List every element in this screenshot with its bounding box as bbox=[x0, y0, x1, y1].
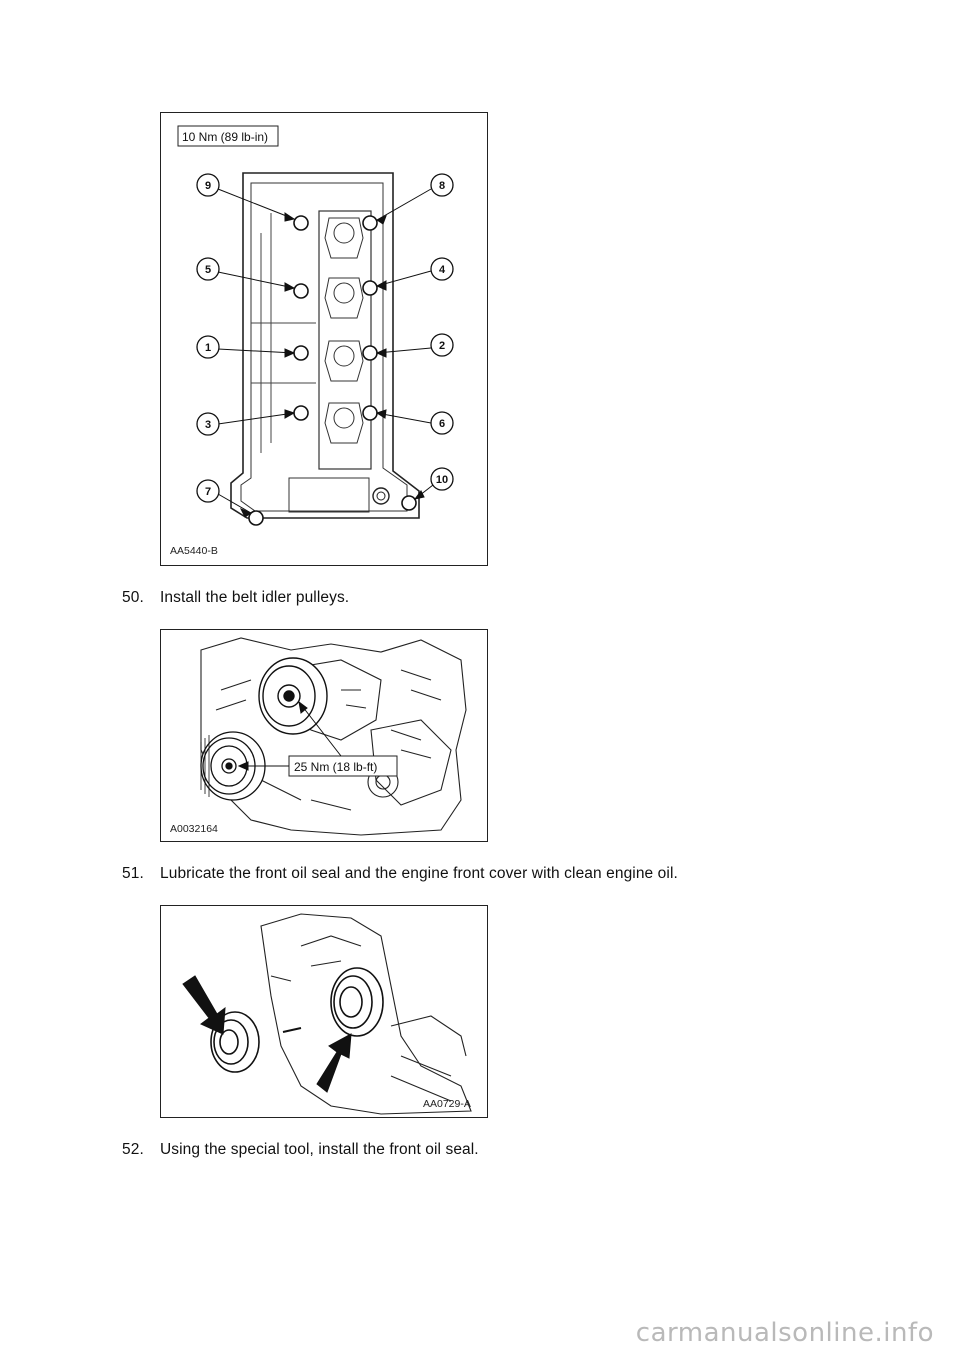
callout-8: 8 bbox=[439, 180, 445, 192]
step-text: Using the special tool, install the fron… bbox=[160, 1141, 479, 1158]
figure-idler-pulleys: 25 Nm (18 lb-ft) A0032164 bbox=[160, 629, 488, 842]
watermark: carmanualsonline.info bbox=[635, 1318, 934, 1348]
callout-5: 5 bbox=[205, 264, 211, 276]
step-number: 50. bbox=[122, 589, 144, 606]
step-text: Install the belt idler pulleys. bbox=[160, 589, 350, 606]
bolt-sequence-diagram: 10 Nm (89 lb-in) bbox=[170, 125, 454, 557]
figure-code: AA5440-B bbox=[170, 545, 218, 557]
figure-oil-seal: AA0729-A bbox=[160, 905, 488, 1118]
callout-9: 9 bbox=[205, 180, 211, 192]
callout-2: 2 bbox=[439, 340, 445, 352]
step-52: 52. Using the special tool, install the f… bbox=[122, 1140, 479, 1160]
callout-6: 6 bbox=[439, 418, 445, 430]
torque-label: 25 Nm (18 lb-ft) bbox=[294, 760, 377, 774]
figure-code: A0032164 bbox=[170, 823, 218, 835]
step-number: 52. bbox=[122, 1141, 144, 1158]
callout-7: 7 bbox=[205, 486, 211, 498]
oil-seal-illustration: AA0729-A bbox=[182, 913, 472, 1115]
step-50: 50. Install the belt idler pulleys. bbox=[122, 588, 349, 608]
step-text: Lubricate the front oil seal and the eng… bbox=[160, 865, 678, 882]
callout-10: 10 bbox=[436, 474, 448, 486]
callout-3: 3 bbox=[205, 419, 211, 431]
figure-code: AA0729-A bbox=[423, 1098, 471, 1110]
callout-4: 4 bbox=[439, 264, 446, 276]
torque-label: 10 Nm (89 lb-in) bbox=[182, 130, 268, 144]
figure-bolt-sequence: 10 Nm (89 lb-in) bbox=[160, 112, 488, 566]
callout-1: 1 bbox=[205, 342, 211, 354]
idler-pulley-illustration: 25 Nm (18 lb-ft) A0032164 bbox=[170, 637, 467, 836]
step-number: 51. bbox=[122, 865, 144, 882]
step-51: 51. Lubricate the front oil seal and the … bbox=[122, 864, 678, 884]
